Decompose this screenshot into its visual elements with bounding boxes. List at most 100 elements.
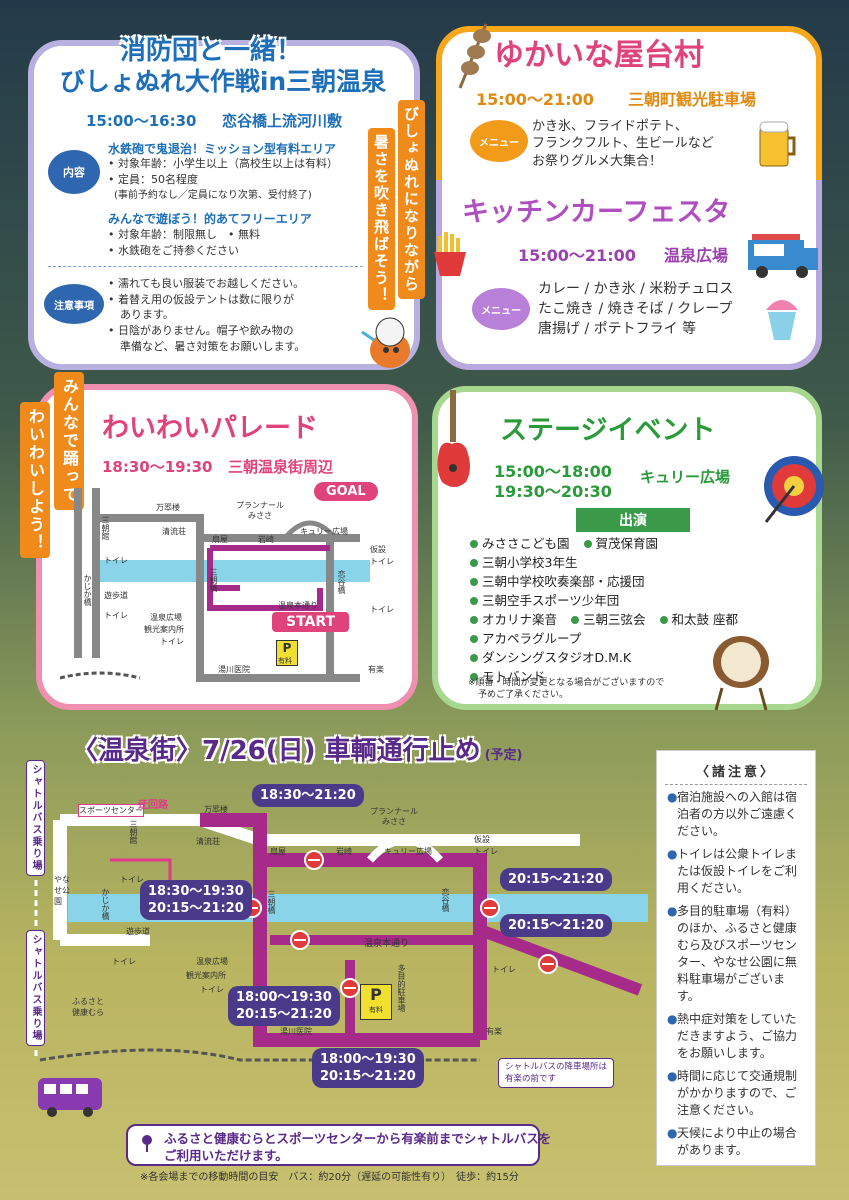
furusato-label: ふるさと健康むら	[72, 997, 104, 1017]
sports-center-label: スポーツセンター	[78, 804, 144, 817]
closure-time-6a: 18:00〜19:30	[320, 1052, 416, 1067]
closure-title: 〈温泉街〉7/26(日) 車輌通行止め(予定)	[72, 730, 522, 767]
performer-item: オカリナ楽音	[470, 610, 557, 629]
notice-item: ●熱中症対策をしていただきますよう、ご協力をお願いします。	[667, 1012, 798, 1060]
shuttle-notice-pin-icon	[140, 1134, 154, 1152]
closure-time-2b: 20:15〜21:20	[148, 901, 244, 916]
closure-label-ogiya: 扇屋	[270, 847, 286, 856]
closure-parking-paid: 有料	[369, 1006, 383, 1014]
bus-stop-note: シャトルバスの降車場所は有楽の前です	[498, 1058, 615, 1088]
parking-icon: P	[276, 640, 298, 666]
map-label-kasetsu: 仮設	[370, 545, 386, 554]
closure-label-pura2: みささ	[382, 817, 406, 826]
closure-label-uraku: 有楽	[486, 1027, 502, 1036]
performer-item: 賀茂保育園	[583, 534, 658, 553]
shuttle-notice-1: ふるさと健康むらとスポーツセンターから有楽前までシャトルバスを	[164, 1131, 552, 1146]
closure-label-honmachi: 温泉本通り	[364, 939, 410, 949]
mission-area-heading: 水鉄砲で鬼退治！ミッション型有料エリア	[108, 142, 337, 156]
shuttle-notice: ふるさと健康むらとスポーツセンターから有楽前までシャトルバスを ご利用いただけま…	[126, 1124, 552, 1166]
water-battle-place: 恋谷橋上流河川敷	[222, 112, 343, 130]
multipurpose-parking-label: 多目的駐車場	[397, 964, 406, 1012]
map-label-uraku: 有楽	[368, 665, 384, 674]
parade-time: 18:30〜19:30	[102, 458, 213, 476]
water-battle-slogan-1: びしょぬれになりながら	[398, 100, 425, 299]
performer-item: 三朝空手スポーツ少年団	[470, 591, 810, 610]
kitchen-car-title: キッチンカーフェスタ	[462, 197, 731, 228]
notices-panel: 〈諸注意〉 ●宿泊施設への入館は宿泊者の方以外ご遠慮ください。 ●トイレは公衆ト…	[656, 750, 816, 1166]
content-label: 内容	[48, 150, 100, 194]
notice-text: 多目的駐車場（有料）のほか、ふるさと健康むら及びスポーツセンター、やなせ公園に無…	[677, 904, 798, 1003]
food-stall-time: 15:00〜21:00	[476, 90, 594, 109]
free-area-heading: みんなで遊ぼう！的あてフリーエリア	[108, 212, 312, 226]
closure-time-6: 18:00〜19:30 20:15〜21:20	[312, 1048, 424, 1088]
parade-place: 三朝温泉街周辺	[228, 458, 334, 476]
closure-label-toilet-c: トイレ	[200, 985, 224, 994]
stage-place: キュリー広場	[640, 468, 731, 486]
map-label-yugawa: 湯川医院	[218, 665, 250, 674]
shuttle-stop-label-1: シャトルバス乗り場	[26, 760, 45, 876]
notice-item: ●時間に応じて交通規制がかかりますので、ご注意ください。	[667, 1069, 798, 1117]
bus-stop-note-2: 有楽の前です	[505, 1074, 557, 1084]
closure-parking-letter: P	[370, 985, 382, 1004]
notice-text: 熱中症対策をしていただきますよう、ご協力をお願いします。	[677, 1012, 798, 1060]
performer-item: みささこども園	[470, 534, 570, 553]
closure-label-kasetsu: 仮設	[474, 835, 490, 844]
stage-title: ステージイベント	[500, 415, 716, 446]
parking-paid-label: 有料	[278, 657, 292, 665]
closure-label-kanko: 観光案内所	[186, 971, 226, 980]
food-stall-place: 三朝町観光駐車場	[628, 90, 757, 109]
closure-title-text: 〈温泉街〉7/26(日) 車輌通行止め	[72, 736, 481, 766]
start-badge: START	[272, 612, 350, 632]
map-label-toilet-3: トイレ	[160, 637, 184, 646]
taiko-drum-icon	[706, 630, 776, 712]
performer-item: 三朝三弦会	[571, 610, 646, 629]
caution-4: • 日陰がありません。帽子や飲み物の	[108, 324, 294, 337]
closure-label-iwasaki: 岩崎	[336, 847, 352, 856]
parade-map	[60, 488, 370, 682]
food-menu-2: フランクフルト、生ビールなど	[532, 136, 714, 151]
closure-time-5a: 18:00〜19:30	[236, 990, 332, 1005]
map-label-misasabashi: 三朝橋	[209, 568, 218, 592]
kitchen-car-place: 温泉広場	[664, 246, 729, 265]
shuttle-stop-label-2: シャトルバス乗り場	[26, 930, 45, 1046]
closure-time-5b: 20:15〜21:20	[236, 1007, 332, 1022]
caution-1: • 濡れても良い服装でお越しください。	[108, 277, 305, 290]
water-battle-title-2: びしょぬれ大作戦in三朝温泉	[59, 67, 387, 96]
map-label-toilet-1: トイレ	[104, 556, 128, 565]
notice-text: トイレは公衆トイレまたは仮設トイレをご利用ください。	[677, 847, 798, 895]
parade-slogan-1: みんなで踊って	[54, 372, 84, 510]
closure-label-toilet-b: トイレ	[112, 957, 136, 966]
firefighter-mascot-icon	[360, 310, 416, 370]
kitchen-car-time: 15:00〜21:00	[518, 246, 636, 265]
food-truck-icon	[746, 228, 820, 282]
map-label-ogiya: 扇屋	[212, 535, 228, 544]
shaved-ice-icon	[762, 290, 802, 346]
performer-item: 三朝中学校吹奏楽部・応援団	[470, 572, 810, 591]
performer-item: 和太鼓 座都	[659, 610, 738, 629]
closure-label-kyuri: キュリー広場	[384, 847, 432, 856]
water-battle-slogan-2: 暑さを吹き飛ばそう！	[368, 128, 395, 310]
closure-time-5: 18:00〜19:30 20:15〜21:20	[228, 986, 340, 1026]
closure-label-misasa: 三朝館	[129, 820, 138, 844]
closure-label-koitani: 恋谷橋	[441, 888, 450, 912]
closure-label-hiroba: 温泉広場	[196, 957, 228, 966]
map-label-pura2: みささ	[248, 511, 272, 520]
food-stall-title: ゆかいな屋台村	[494, 38, 704, 73]
yanase-park-label: やなせ公園	[54, 875, 70, 906]
closure-time-3: 20:15〜21:20	[500, 868, 612, 891]
closure-label-seiryu: 清流荘	[196, 837, 220, 846]
free-area-age: • 対象年齢：制限無し • 無料	[108, 228, 260, 241]
closure-time-2a: 18:30〜19:30	[148, 884, 244, 899]
closure-time-2: 18:30〜19:30 20:15〜21:20	[140, 880, 252, 920]
kitchen-menu-1: カレー / かき氷 / 米粉チュロス	[538, 281, 734, 297]
mission-age: • 対象年齢：小学生以上（高校生以上は有料）	[108, 157, 338, 170]
closure-label-toilet-e: トイレ	[492, 965, 516, 974]
kitchen-menu-label: メニュー	[472, 288, 530, 330]
closure-label-kajika: かじか橋	[101, 888, 110, 920]
closure-time-4: 20:15〜21:20	[500, 914, 612, 937]
kitchen-menu-3: 唐揚げ / ポテトフライ 等	[538, 321, 697, 337]
closure-time-6b: 20:15〜21:20	[320, 1069, 416, 1084]
caution-3: あります。	[120, 308, 174, 321]
closure-parking-icon: P 有料	[360, 984, 392, 1020]
notice-text: 天候により中止の場合があります。	[677, 1126, 797, 1157]
